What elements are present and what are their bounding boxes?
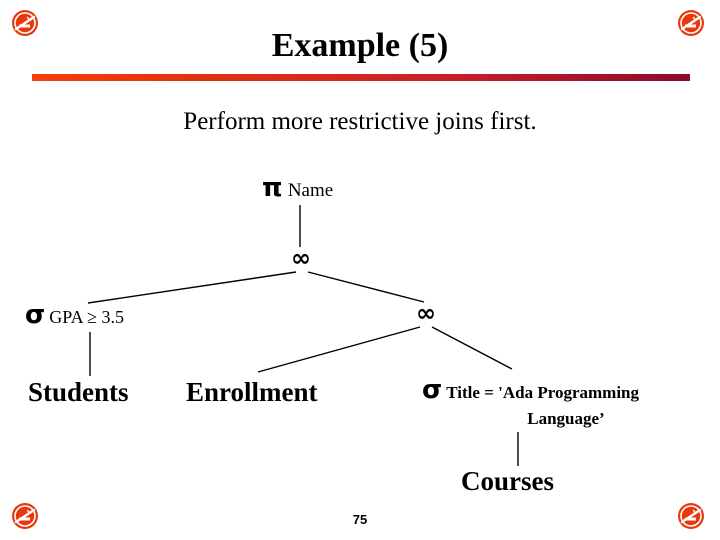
projection-argument: Name bbox=[287, 180, 334, 201]
selection-gpa-condition: GPA ≥ 3.5 bbox=[49, 307, 124, 327]
tree-node-join-right: ∞ bbox=[416, 299, 436, 327]
page-title: Example (5) bbox=[271, 27, 449, 64]
tree-node-join-top: ∞ bbox=[291, 244, 311, 272]
no-smoking-icon bbox=[676, 501, 706, 531]
page-number: 75 bbox=[352, 512, 368, 527]
tree-leaf-courses: Courses bbox=[461, 466, 554, 496]
tree-node-projection: π Name bbox=[262, 173, 333, 203]
no-smoking-icon bbox=[676, 8, 706, 38]
selection-symbol: σ bbox=[25, 300, 46, 330]
tree-node-selection-title: σ Title = 'Ada Programming Language’ bbox=[422, 375, 702, 431]
selection-title-condition-line1: Title = 'Ada Programming bbox=[446, 383, 639, 402]
no-smoking-icon bbox=[10, 8, 40, 38]
projection-symbol: π bbox=[262, 173, 283, 203]
no-smoking-icon bbox=[10, 501, 40, 531]
title-divider-rule bbox=[32, 74, 690, 81]
tree-node-selection-gpa: σ GPA ≥ 3.5 bbox=[25, 300, 124, 330]
selection-symbol: σ bbox=[422, 375, 443, 405]
tree-leaf-students: Students bbox=[28, 377, 129, 407]
subtitle-text: Perform more restrictive joins first. bbox=[183, 108, 537, 135]
selection-title-condition-line2: Language’ bbox=[527, 409, 605, 428]
tree-leaf-enrollment: Enrollment bbox=[186, 377, 318, 407]
